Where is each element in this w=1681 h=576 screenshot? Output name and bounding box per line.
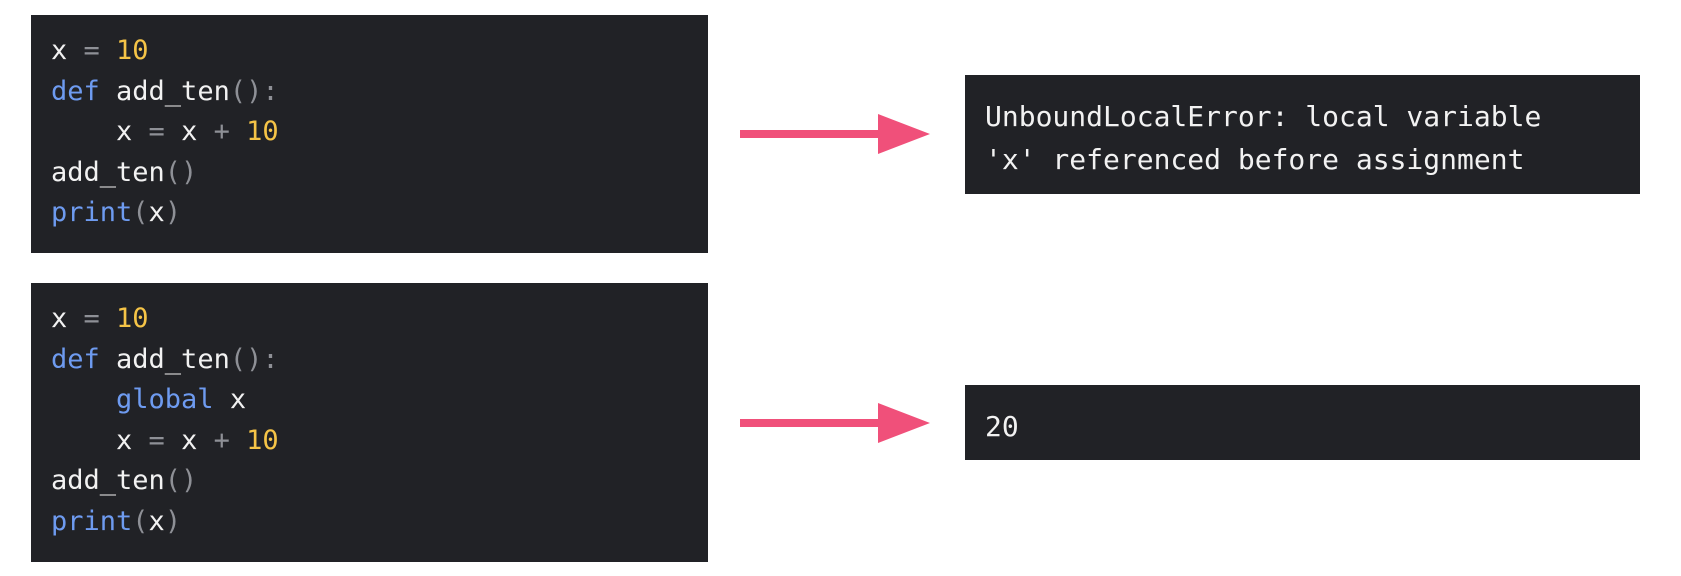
code-token: = — [132, 424, 182, 456]
code-token: x — [181, 424, 198, 456]
code-token: x — [148, 197, 165, 228]
code-token: add_ten — [99, 75, 230, 107]
output-line: 'x' referenced before assignment — [985, 143, 1525, 176]
code-token: = — [67, 303, 117, 334]
arrow-head — [878, 114, 930, 154]
code-token: x — [51, 303, 68, 334]
code-token: = — [132, 116, 182, 147]
code-token: print — [51, 505, 133, 537]
code-token: (): — [229, 75, 279, 107]
code-line: add_ten() — [51, 461, 688, 502]
code-token: ) — [164, 197, 182, 228]
code-token: = — [67, 35, 117, 66]
code-token: ) — [164, 505, 182, 537]
code-token: add_ten — [51, 156, 165, 188]
code-line: x = x + 10 — [51, 421, 688, 462]
code-line: add_ten() — [51, 153, 688, 194]
code-token: 10 — [116, 35, 149, 66]
code-token — [51, 384, 116, 415]
code-token: x — [51, 424, 133, 456]
code-token: x — [181, 116, 198, 147]
code-token: x — [51, 35, 68, 66]
code-token: (): — [229, 343, 279, 375]
code-line: x = 10 — [51, 31, 688, 72]
output-line: UnboundLocalError: local variable — [985, 100, 1542, 133]
code-token: global — [116, 384, 214, 415]
code-line: x = x + 10 — [51, 112, 688, 153]
output-line: 20 — [985, 410, 1019, 443]
code-token: add_ten — [99, 343, 230, 375]
code-token: + — [197, 424, 247, 456]
code-line: x = 10 — [51, 299, 688, 340]
code-line: global x — [51, 380, 688, 421]
code-token: def — [51, 343, 100, 375]
code-token: + — [197, 116, 247, 147]
code-line: print(x) — [51, 502, 688, 543]
arrow-head — [878, 403, 930, 443]
code-token: x — [51, 116, 133, 147]
code-token: x — [213, 384, 247, 415]
code-line: def add_ten(): — [51, 340, 688, 381]
code-line: def add_ten(): — [51, 72, 688, 113]
code-token: add_ten — [51, 465, 165, 496]
arrow-right-icon — [740, 114, 930, 154]
code-token: ( — [132, 197, 149, 228]
code-token: 10 — [246, 116, 279, 147]
code-token: def — [51, 75, 100, 107]
code-token: x — [148, 505, 165, 537]
code-token: 10 — [246, 424, 279, 456]
output-block-result: 20 — [965, 385, 1640, 460]
code-token: () — [164, 156, 198, 188]
code-token: () — [164, 465, 198, 496]
arrow-right-icon — [740, 403, 930, 443]
code-line: print(x) — [51, 193, 688, 234]
code-token: 10 — [116, 303, 149, 334]
output-block-unbound-error: UnboundLocalError: local variable 'x' re… — [965, 75, 1640, 194]
code-token: print — [51, 197, 133, 228]
code-token: ( — [132, 505, 149, 537]
